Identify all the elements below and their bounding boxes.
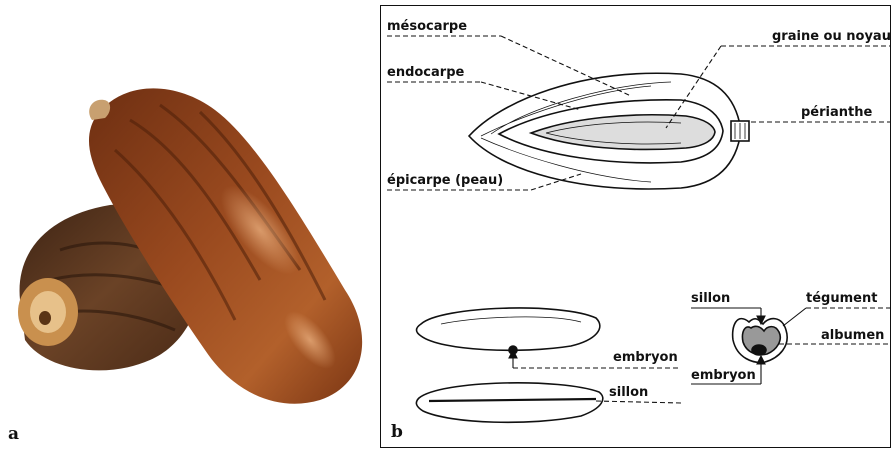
label-sillon-section: sillon — [691, 291, 730, 306]
seed-side-labels: embryon sillon — [609, 350, 678, 400]
label-graine: graine ou noyau — [772, 29, 891, 44]
label-sillon-bottom: sillon — [609, 385, 648, 400]
dates-photo — [0, 0, 380, 450]
seed-views — [416, 308, 602, 422]
label-tegument: tégument — [806, 291, 877, 306]
fruit-section — [469, 73, 749, 189]
date-anatomy-diagram: mésocarpe endocarpe épicarpe (peau) grai… — [381, 6, 892, 449]
panel-a-photo: a — [0, 0, 380, 450]
label-perianthe: périanthe — [801, 105, 872, 120]
label-embryon-top: embryon — [613, 350, 678, 365]
label-albumen: albumen — [821, 328, 884, 343]
panel-b-diagram: mésocarpe endocarpe épicarpe (peau) grai… — [380, 5, 891, 448]
label-epicarpe: épicarpe (peau) — [387, 173, 503, 188]
seed-cross-section — [733, 319, 788, 363]
label-endocarpe: endocarpe — [387, 65, 465, 80]
label-mesocarpe: mésocarpe — [387, 19, 467, 34]
label-embryon-section: embryon — [691, 368, 756, 383]
panel-a-letter: a — [8, 424, 19, 444]
panel-b-letter: b — [391, 422, 403, 442]
